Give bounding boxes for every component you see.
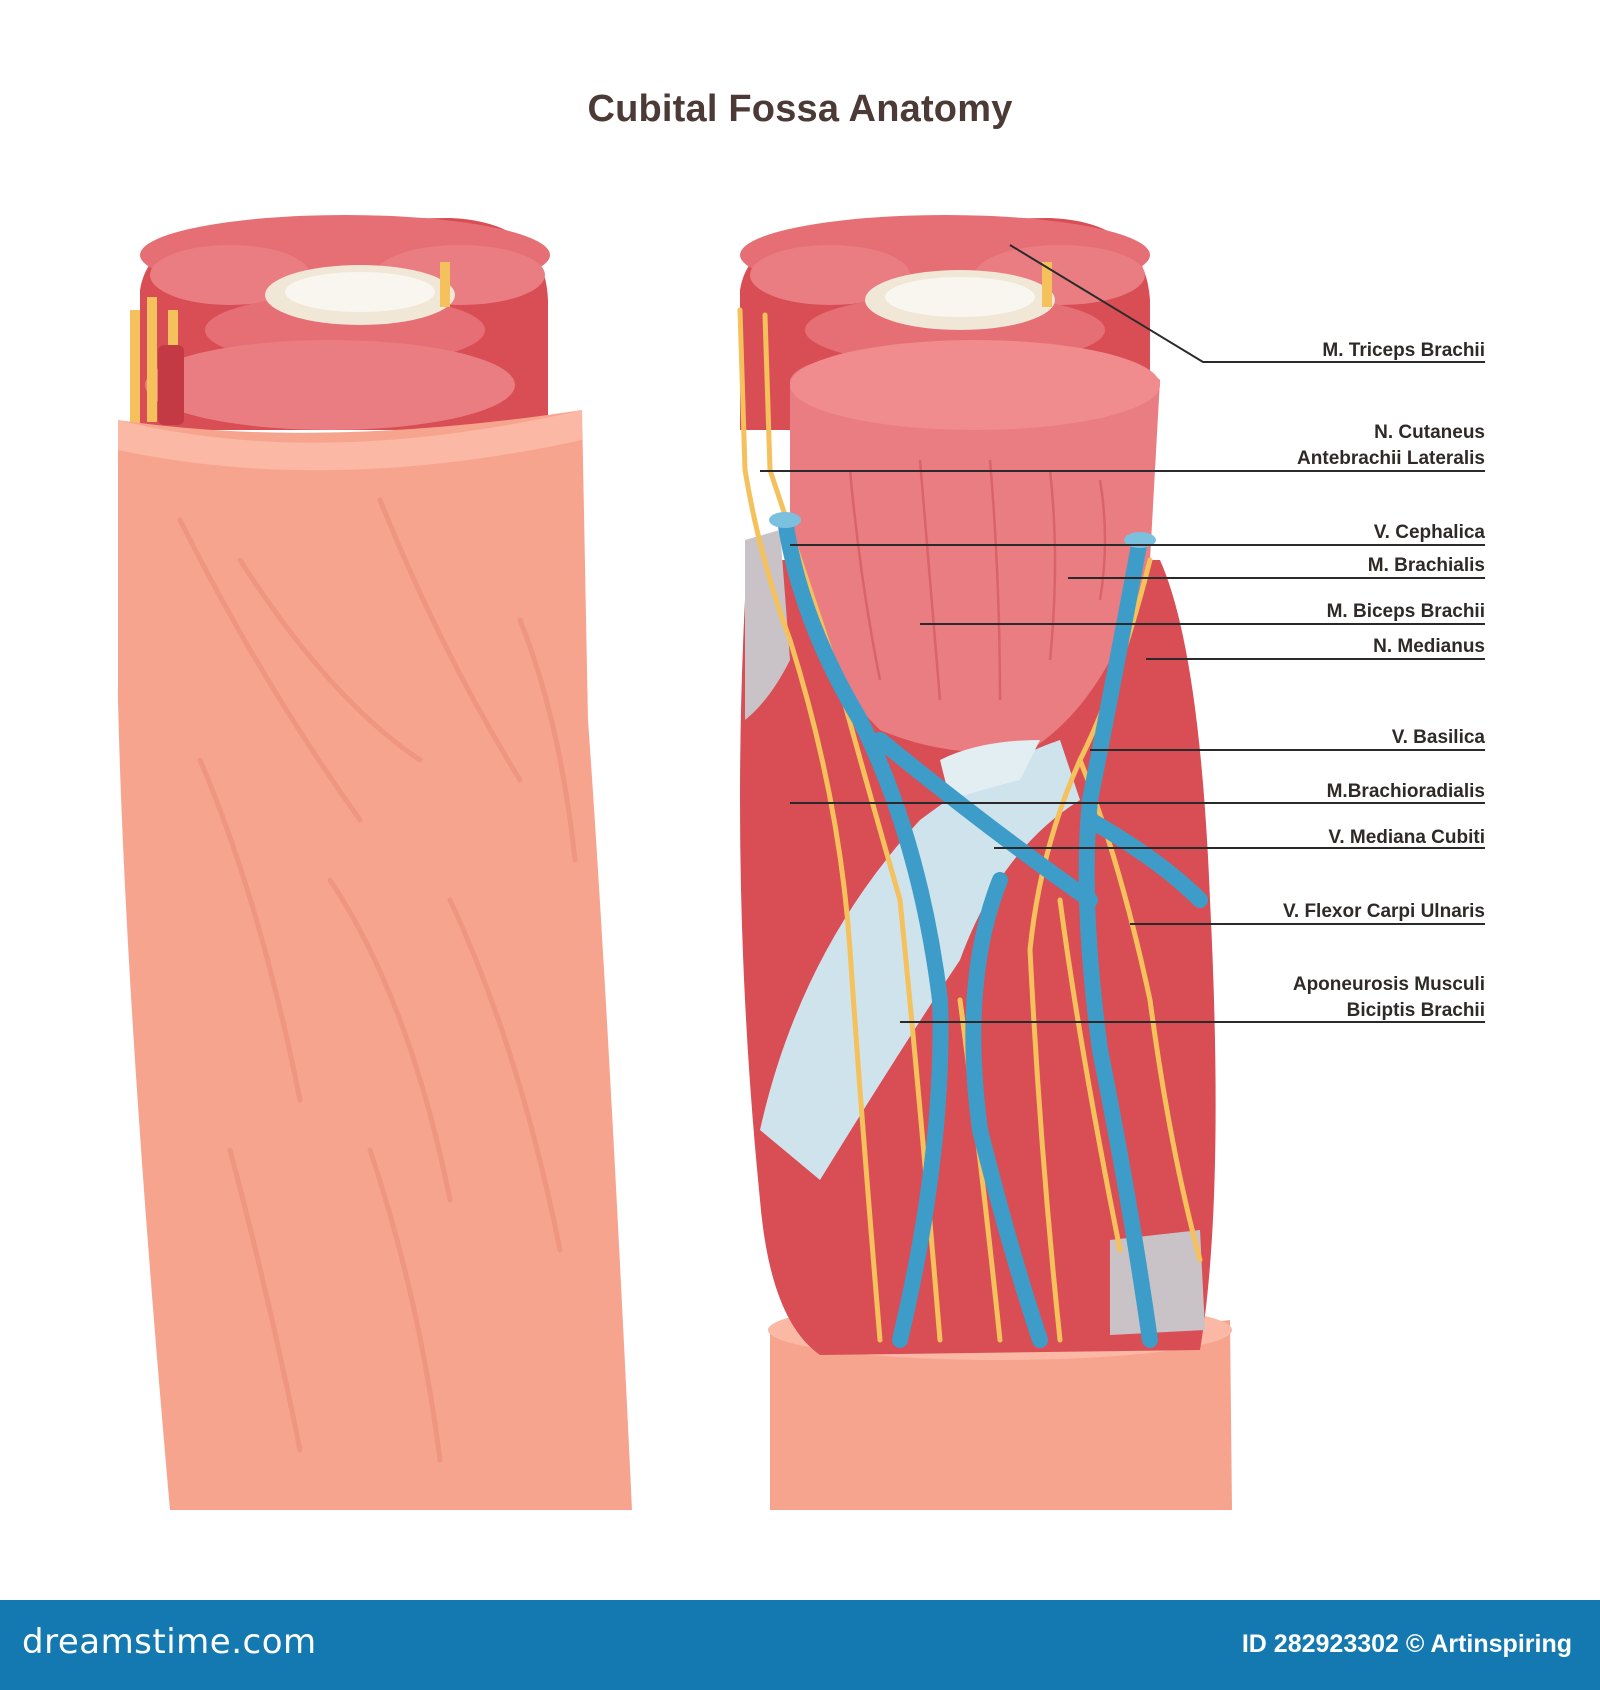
right-arm-dissected-illustration	[737, 215, 1232, 1510]
leader-triceps	[1009, 244, 1485, 363]
label-m-brachialis: M. Brachialis	[1367, 555, 1485, 576]
label-n-cutaneus-antebrachii-lateralis: N. Cutaneus Antebrachii Lateralis	[1297, 422, 1485, 469]
label-v-flexor-carpi-ulnaris: V. Flexor Carpi Ulnaris	[1282, 901, 1485, 922]
label-leader-lines	[760, 244, 1485, 1023]
label-v-cephalica: V. Cephalica	[1373, 522, 1485, 543]
label-m-biceps-brachii: M. Biceps Brachii	[1326, 601, 1485, 622]
label-aponeurosis-musculi-biciptis-brachii: Aponeurosis Musculi Biciptis Brachii	[1292, 974, 1485, 1021]
label-m-triceps-brachii: M. Triceps Brachii	[1322, 340, 1485, 361]
label-m-brachioradialis: M.Brachioradialis	[1326, 781, 1485, 802]
image-id-credit: ID 282923302 © Artinspiring	[1241, 1630, 1572, 1658]
label-v-basilica: V. Basilica	[1391, 727, 1485, 748]
label-n-medianus: N. Medianus	[1373, 636, 1485, 657]
watermark-footer-bar: dreamstime.com ID 282923302 © Artinspiri…	[0, 1600, 1600, 1690]
label-v-mediana-cubiti: V. Mediana Cubiti	[1328, 827, 1485, 848]
anatomy-illustration	[118, 215, 1485, 1510]
page-title: Cubital Fossa Anatomy	[587, 88, 1013, 130]
dreamstime-logo-text[interactable]: dreamstime.com	[22, 1622, 317, 1662]
left-arm-skin-illustration	[118, 215, 632, 1510]
